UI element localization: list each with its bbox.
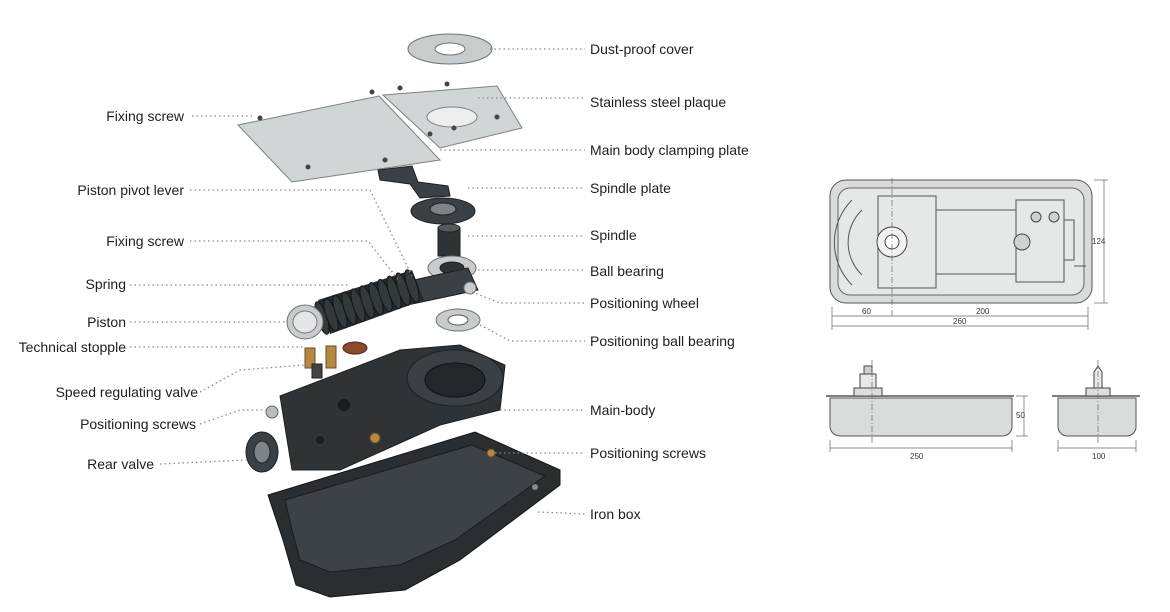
- label-spindle: Spindle: [590, 227, 637, 243]
- spring-coil: [404, 269, 420, 303]
- dim-top-height: 124: [1092, 237, 1106, 246]
- stopple-and-valves-part: [304, 341, 368, 379]
- label-fixing-screw-mid: Fixing screw: [106, 233, 185, 249]
- label-spring: Spring: [86, 276, 126, 292]
- label-piston-pivot-lever: Piston pivot lever: [77, 182, 184, 198]
- label-ball-bearing: Ball bearing: [590, 263, 664, 279]
- dim-front-length: 250: [910, 452, 924, 461]
- dim-front-height: 50: [1016, 411, 1025, 420]
- dust-proof-cover-part: [407, 33, 493, 65]
- iron-box-part: [267, 431, 561, 598]
- positioning-ball-bearing-part: [435, 308, 481, 332]
- side-view-drawing: 100: [1052, 360, 1140, 461]
- label-main-body: Main-body: [590, 402, 655, 418]
- label-speed-regulating-valve: Speed regulating valve: [56, 384, 199, 400]
- main-body-part: [265, 344, 506, 471]
- spindle-plate-part: [410, 197, 476, 225]
- front-view-drawing: 250 50: [826, 360, 1028, 461]
- label-positioning-ball-bearing: Positioning ball bearing: [590, 333, 735, 349]
- spring-and-piston-part: [286, 269, 424, 340]
- leader-lines: [130, 48, 586, 515]
- part-labels-right: Dust-proof cover Stainless steel plaque …: [590, 41, 749, 522]
- dim-top-total-length: 260: [953, 317, 967, 326]
- exploded-view: [237, 33, 561, 598]
- label-technical-stopple: Technical stopple: [19, 339, 127, 355]
- spindle-part: [437, 223, 461, 257]
- label-piston: Piston: [87, 314, 126, 330]
- label-positioning-wheel: Positioning wheel: [590, 295, 699, 311]
- dim-top-inner-length: 200: [976, 307, 990, 316]
- stainless-steel-plaque-part: [237, 81, 523, 183]
- label-iron-box: Iron box: [590, 506, 641, 522]
- main-body-clamping-plate-part: [377, 157, 451, 199]
- part-labels-left: Fixing screw Piston pivot lever Fixing s…: [19, 108, 199, 472]
- label-main-body-clamping-plate: Main body clamping plate: [590, 142, 749, 158]
- dim-side-width: 100: [1092, 452, 1106, 461]
- piston-pivot-lever-part: [404, 267, 479, 305]
- label-dust-proof-cover: Dust-proof cover: [590, 41, 694, 57]
- label-rear-valve: Rear valve: [87, 456, 154, 472]
- label-stainless-steel-plaque: Stainless steel plaque: [590, 94, 726, 110]
- top-view-drawing: 124 60 200 260: [829, 178, 1108, 330]
- rear-valve-part: [245, 431, 279, 473]
- label-positioning-screws-right: Positioning screws: [590, 445, 706, 461]
- label-positioning-screws-left: Positioning screws: [80, 416, 196, 432]
- dim-top-offset: 60: [862, 307, 871, 316]
- label-fixing-screw-top: Fixing screw: [106, 108, 185, 124]
- label-spindle-plate: Spindle plate: [590, 180, 671, 196]
